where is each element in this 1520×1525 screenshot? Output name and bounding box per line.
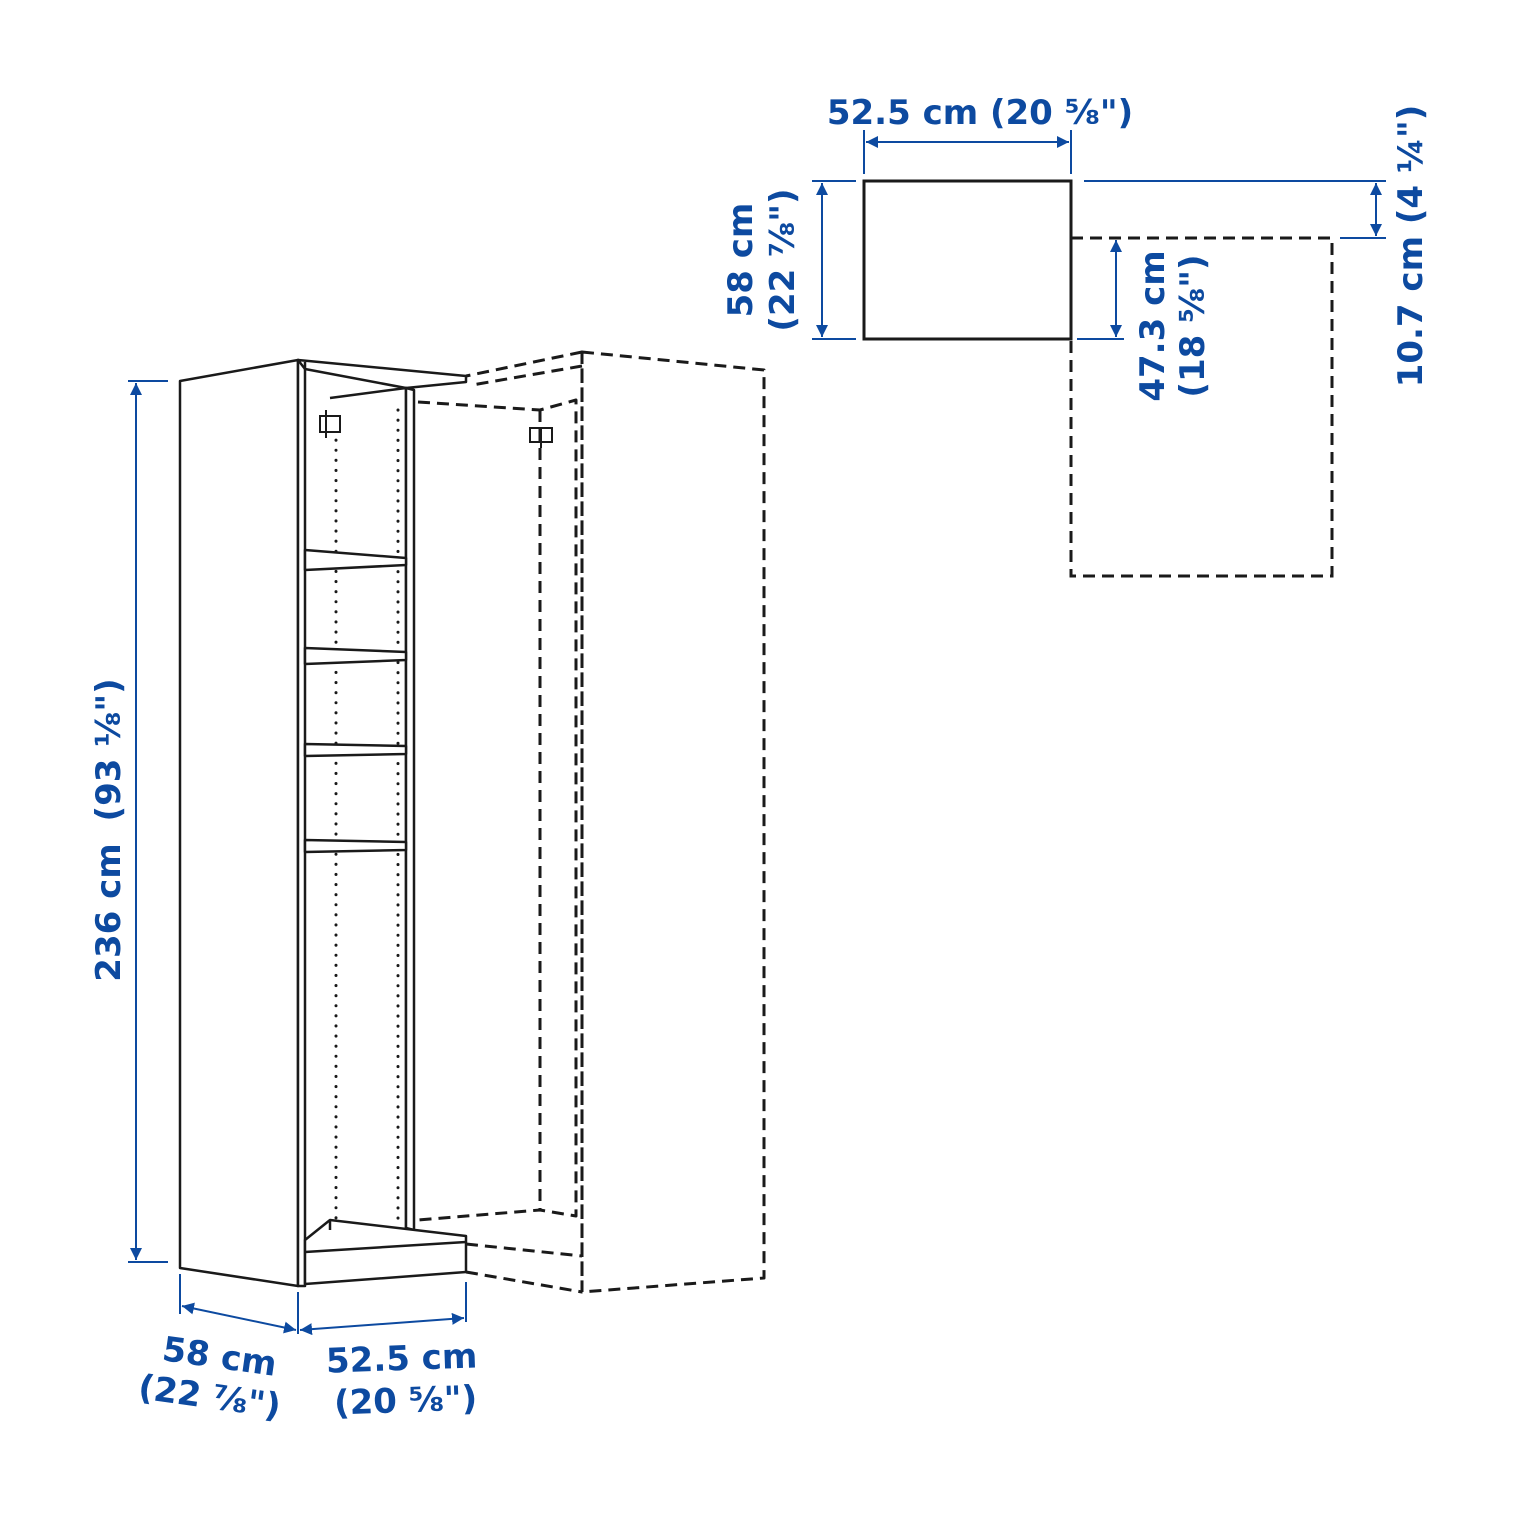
shelf-pin-holes bbox=[334, 408, 400, 1227]
width-cm-label: 52.5 cm bbox=[325, 1336, 478, 1381]
wardrobe-frame bbox=[178, 358, 468, 1288]
shelf-2 bbox=[303, 646, 408, 666]
plan-depth-dimension: 58 cm (22 ⅞") bbox=[721, 180, 856, 340]
plan-depth-cm-label: 58 cm bbox=[721, 203, 761, 318]
door-top-edge-inner bbox=[471, 364, 583, 387]
shelf-3 bbox=[303, 742, 408, 758]
plan-offset-dimension: 10.7 cm (4 ¼") bbox=[1084, 105, 1431, 388]
height-cm-label: 236 cm bbox=[89, 843, 129, 981]
height-dimension: 236 cm (93 ⅛") bbox=[89, 380, 168, 1263]
plan-inner-depth-cm-label: 47.3 cm bbox=[1133, 250, 1173, 401]
width-in-label: (20 ⅝") bbox=[333, 1379, 477, 1424]
door-inner-face bbox=[417, 398, 578, 1222]
door-bottom-edge bbox=[465, 1242, 583, 1258]
plan-door-swing-outline bbox=[1069, 236, 1334, 578]
top-panel bbox=[296, 358, 468, 390]
depth-dimension: 58 cm (22 ⅞") bbox=[136, 1274, 299, 1427]
svg-text:236 cm (93 ⅛"): 236 cm (93 ⅛") bbox=[89, 678, 129, 981]
plan-width-label: 52.5 cm (20 ⅝") bbox=[827, 93, 1133, 133]
left-side-panel bbox=[178, 358, 300, 1288]
open-door-outline bbox=[417, 350, 766, 1294]
plan-width-dimension: 52.5 cm (20 ⅝") bbox=[827, 93, 1133, 174]
shelf-1 bbox=[303, 548, 408, 572]
left-panel-front-edge bbox=[296, 358, 307, 1288]
plan-inner-depth-dimension: 47.3 cm (18 ⅝") bbox=[1077, 240, 1213, 402]
door-bottom-edge-outer bbox=[465, 1270, 583, 1294]
door-front-face bbox=[580, 350, 766, 1294]
plinth-top-edge bbox=[304, 1240, 467, 1254]
plan-cabinet-outline bbox=[862, 179, 1073, 341]
door-top-edge bbox=[465, 350, 583, 378]
height-in-label: (93 ⅛") bbox=[89, 678, 129, 821]
plan-view bbox=[862, 179, 1334, 578]
plan-inner-depth-in-label: (18 ⅝") bbox=[1173, 254, 1213, 397]
width-dimension: 52.5 cm (20 ⅝") bbox=[299, 1282, 478, 1424]
hinge-icon bbox=[319, 410, 341, 438]
right-side-panel bbox=[404, 386, 416, 1232]
bottom-plinth bbox=[303, 1218, 468, 1286]
plan-offset-label: 10.7 cm (4 ¼") bbox=[1391, 105, 1431, 388]
shelf-4 bbox=[303, 838, 408, 854]
plan-depth-in-label: (22 ⅞") bbox=[763, 188, 803, 331]
back-panel-edge bbox=[329, 386, 408, 1228]
shelves bbox=[303, 548, 408, 854]
